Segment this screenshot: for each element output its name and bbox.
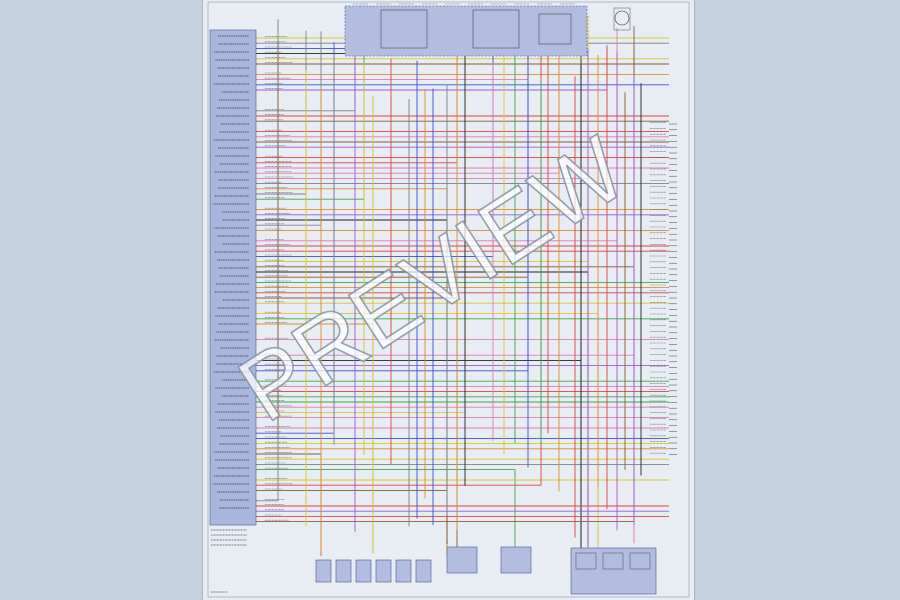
sensor-element [629, 552, 651, 570]
injector-box [355, 559, 372, 583]
fuse-block [538, 13, 572, 45]
motor-symbol [614, 10, 630, 26]
relay-1 [380, 9, 428, 49]
wiring-diagram-sheet [203, 0, 694, 600]
sheet-frame [207, 1, 690, 598]
sensor-box [446, 546, 478, 574]
label-layer [211, 3, 666, 593]
injector-box [415, 559, 432, 583]
injector-box [315, 559, 332, 583]
sensor-element [602, 552, 624, 570]
motor-housing [613, 7, 631, 31]
injector-box [335, 559, 352, 583]
sensor-box [500, 546, 532, 574]
component-layer [207, 1, 690, 598]
oxygen-sensor-block [570, 547, 657, 595]
ecu-block [209, 29, 257, 526]
injector-box [375, 559, 392, 583]
wire-layer [256, 14, 677, 559]
relay-2 [472, 9, 520, 49]
injector-box [395, 559, 412, 583]
sensor-element [575, 552, 597, 570]
wiring-diagram [207, 1, 690, 598]
relay-box [344, 5, 588, 57]
